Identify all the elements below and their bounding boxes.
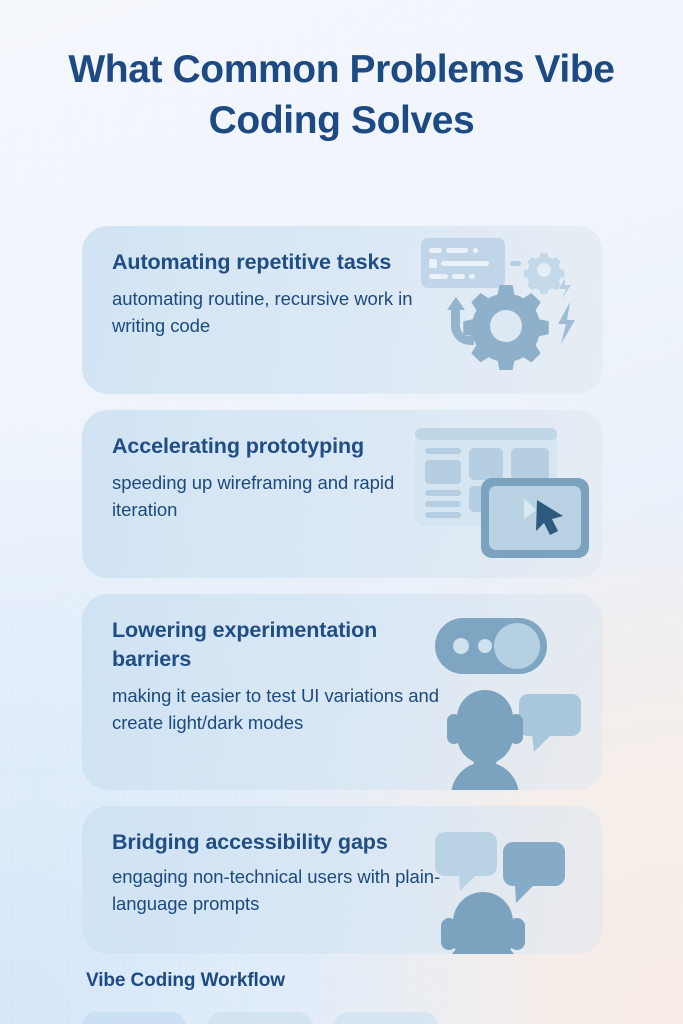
footer-label: Vibe Coding Workflow xyxy=(86,970,285,991)
bottom-chip-row xyxy=(82,1012,438,1024)
card-text-block: Accelerating prototyping speeding up wir… xyxy=(112,432,442,523)
card-body: speeding up wireframing and rapid iterat… xyxy=(112,472,395,520)
card-lowering-experimentation-barriers[interactable]: Lowering experimentation barriers making… xyxy=(82,594,603,790)
card-body: engaging non-technical users with plain-… xyxy=(112,866,441,914)
card-heading: Accelerating prototyping xyxy=(112,434,365,458)
bottom-chip xyxy=(82,1012,186,1024)
bottom-chip xyxy=(334,1012,438,1024)
bottom-chip xyxy=(208,1012,312,1024)
card-accelerating-prototyping[interactable]: Accelerating prototyping speeding up wir… xyxy=(82,410,603,578)
card-heading: Automating repetitive tasks xyxy=(112,250,392,274)
card-automating-repetitive-tasks[interactable]: Automating repetitive tasks automating r… xyxy=(82,226,603,394)
card-text-block: Bridging accessibility gaps engaging non… xyxy=(112,828,462,917)
card-text-block: Lowering experimentation barriers making… xyxy=(112,616,462,737)
page-title: What Common Problems Vibe Coding Solves xyxy=(68,48,615,143)
card-heading: Bridging accessibility gaps xyxy=(112,830,388,854)
card-body: automating routine, recursive work in wr… xyxy=(112,288,413,336)
card-heading: Lowering experimentation barriers xyxy=(112,618,378,672)
card-text-block: Automating repetitive tasks automating r… xyxy=(112,248,442,339)
card-bridging-accessibility-gaps[interactable]: Bridging accessibility gaps engaging non… xyxy=(82,806,603,954)
card-body: making it easier to test UI variations a… xyxy=(112,685,439,734)
